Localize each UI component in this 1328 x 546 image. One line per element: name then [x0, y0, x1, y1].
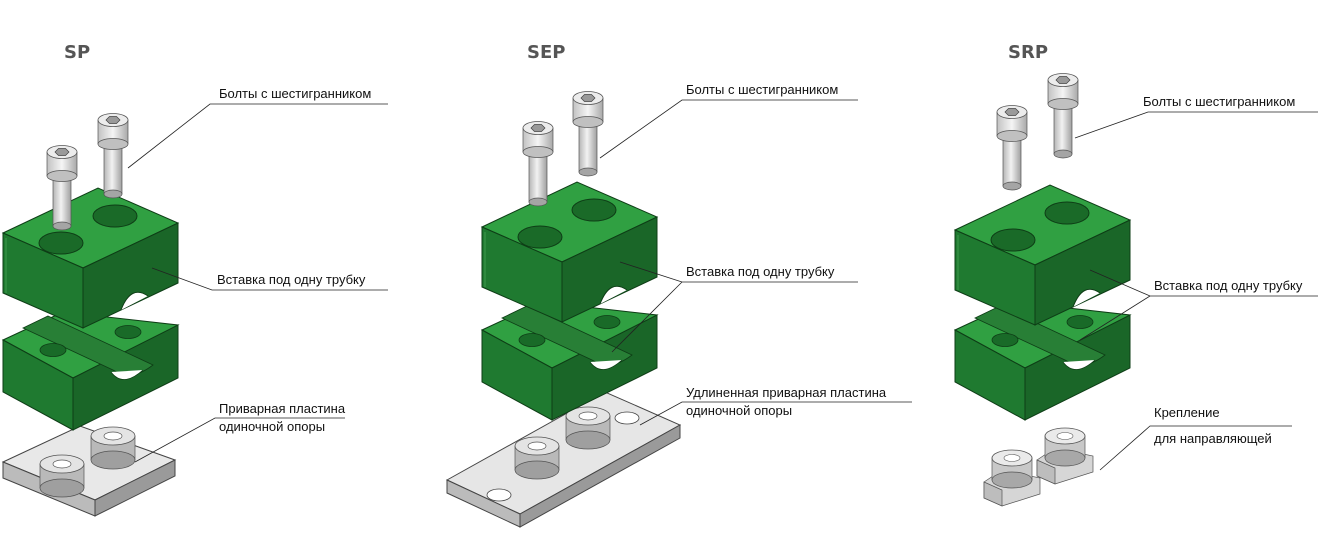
bolt-left-sep: [522, 121, 554, 207]
label-insert-sp: Вставка под одну трубку: [217, 272, 366, 287]
label-base-line2-sep: одиночной опоры: [686, 403, 793, 418]
panel-title-srp: SRP: [1008, 42, 1049, 63]
label-base-line2-sp: одиночной опоры: [219, 419, 326, 434]
label-base-line1-sp: Приварная пластина: [219, 401, 346, 416]
label-insert-srp: Вставка под одну трубку: [1154, 278, 1303, 293]
label-base-line1-sep: Удлиненная приварная пластина: [686, 385, 887, 400]
rail-nut-left: [983, 449, 1041, 507]
leaders-sp: [127, 103, 388, 463]
bolt-right-sep: [572, 91, 604, 177]
upper-insert-sep: [481, 181, 658, 323]
upper-insert-sp: [2, 187, 179, 329]
label-bolts-srp: Болты с шестигранником: [1143, 94, 1296, 109]
panel-srp: [954, 73, 1318, 507]
leaders-srp: [1074, 111, 1318, 471]
panel-title-sp: SP: [64, 42, 91, 63]
label-insert-sep: Вставка под одну трубку: [686, 264, 835, 279]
upper-insert-srp: [954, 184, 1131, 326]
panel-title-sep: SEP: [527, 42, 566, 63]
label-bolts-sep: Болты с шестигранником: [686, 82, 839, 97]
bolt-left-srp: [996, 105, 1028, 191]
label-base-line2-srp: для направляющей: [1154, 431, 1272, 446]
lower-insert-sp: [2, 311, 179, 431]
leaders-sep: [599, 99, 912, 426]
panel-sep: [445, 91, 912, 528]
panel-sp: [1, 103, 388, 517]
bolt-right-srp: [1047, 73, 1079, 159]
rail-nut-right: [1036, 427, 1094, 485]
bolt-right-sp: [97, 113, 129, 199]
lower-insert-sep: [481, 301, 658, 421]
label-base-line1-srp: Крепление: [1154, 405, 1220, 420]
weld-plate-sep: [445, 391, 682, 528]
label-bolts-sp: Болты с шестигранником: [219, 86, 372, 101]
weld-plate-sp: [1, 425, 177, 517]
